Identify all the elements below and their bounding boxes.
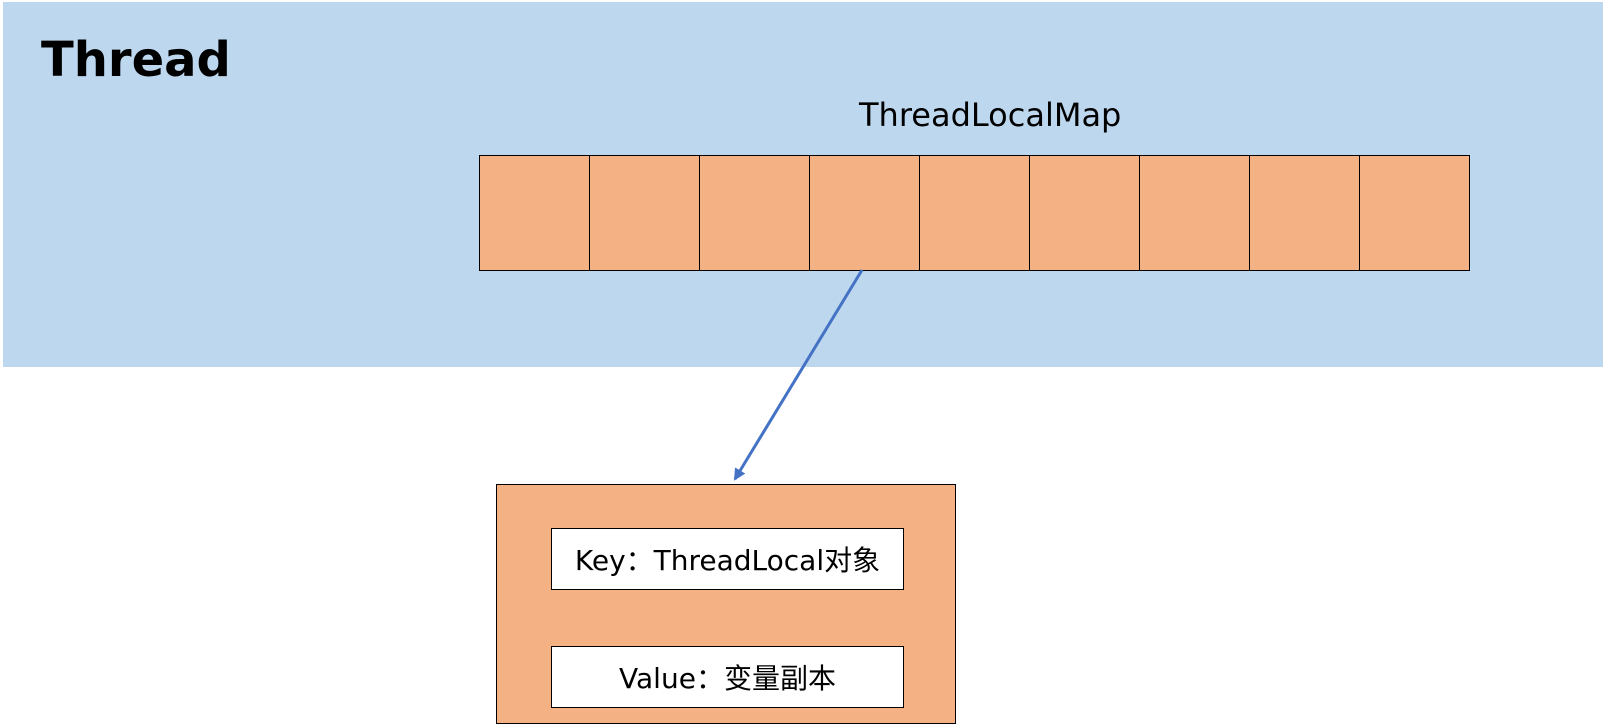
map-slot	[919, 155, 1030, 271]
map-slot	[1249, 155, 1360, 271]
map-slot	[1139, 155, 1250, 271]
map-slot	[1029, 155, 1140, 271]
thread-title: Thread	[41, 32, 231, 88]
map-slot	[1359, 155, 1470, 271]
threadlocalmap-array	[479, 155, 1470, 271]
map-slot	[589, 155, 700, 271]
entry-key: Key：ThreadLocal对象	[551, 528, 904, 590]
thread-container: Thread ThreadLocalMap	[3, 2, 1603, 367]
map-entry: Key：ThreadLocal对象 Value：变量副本	[496, 484, 956, 724]
map-slot	[479, 155, 590, 271]
map-slot	[699, 155, 810, 271]
entry-value: Value：变量副本	[551, 646, 904, 708]
threadlocalmap-label: ThreadLocalMap	[859, 96, 1122, 134]
map-slot	[809, 155, 920, 271]
